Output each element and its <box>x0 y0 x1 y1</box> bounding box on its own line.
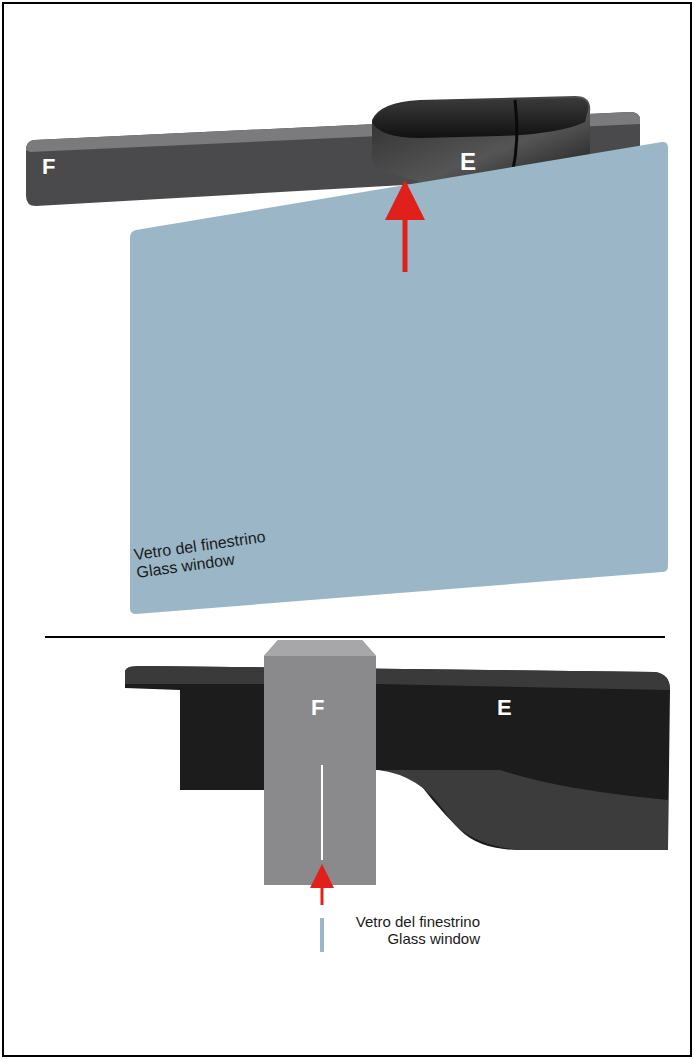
part-letter: F <box>42 154 55 179</box>
glass-slot <box>321 765 323 860</box>
insert-arrow <box>403 200 408 272</box>
knob-split <box>512 100 517 175</box>
divider <box>45 636 665 638</box>
glass-edge <box>320 918 324 952</box>
knob-top <box>372 98 588 138</box>
insert-arrow <box>321 876 324 905</box>
glass-label: Vetro del finestrino Glass window <box>330 913 480 948</box>
glass-pane <box>130 142 668 614</box>
clip-curve <box>378 770 668 850</box>
clip-body <box>125 666 670 850</box>
frame <box>3 3 691 1056</box>
clip-rim <box>125 666 670 690</box>
part-letter: E <box>497 695 512 720</box>
rail-chamfer <box>264 640 376 656</box>
part-letter: E <box>460 148 476 176</box>
part-letter: F <box>311 695 324 720</box>
rail-section <box>264 640 376 885</box>
